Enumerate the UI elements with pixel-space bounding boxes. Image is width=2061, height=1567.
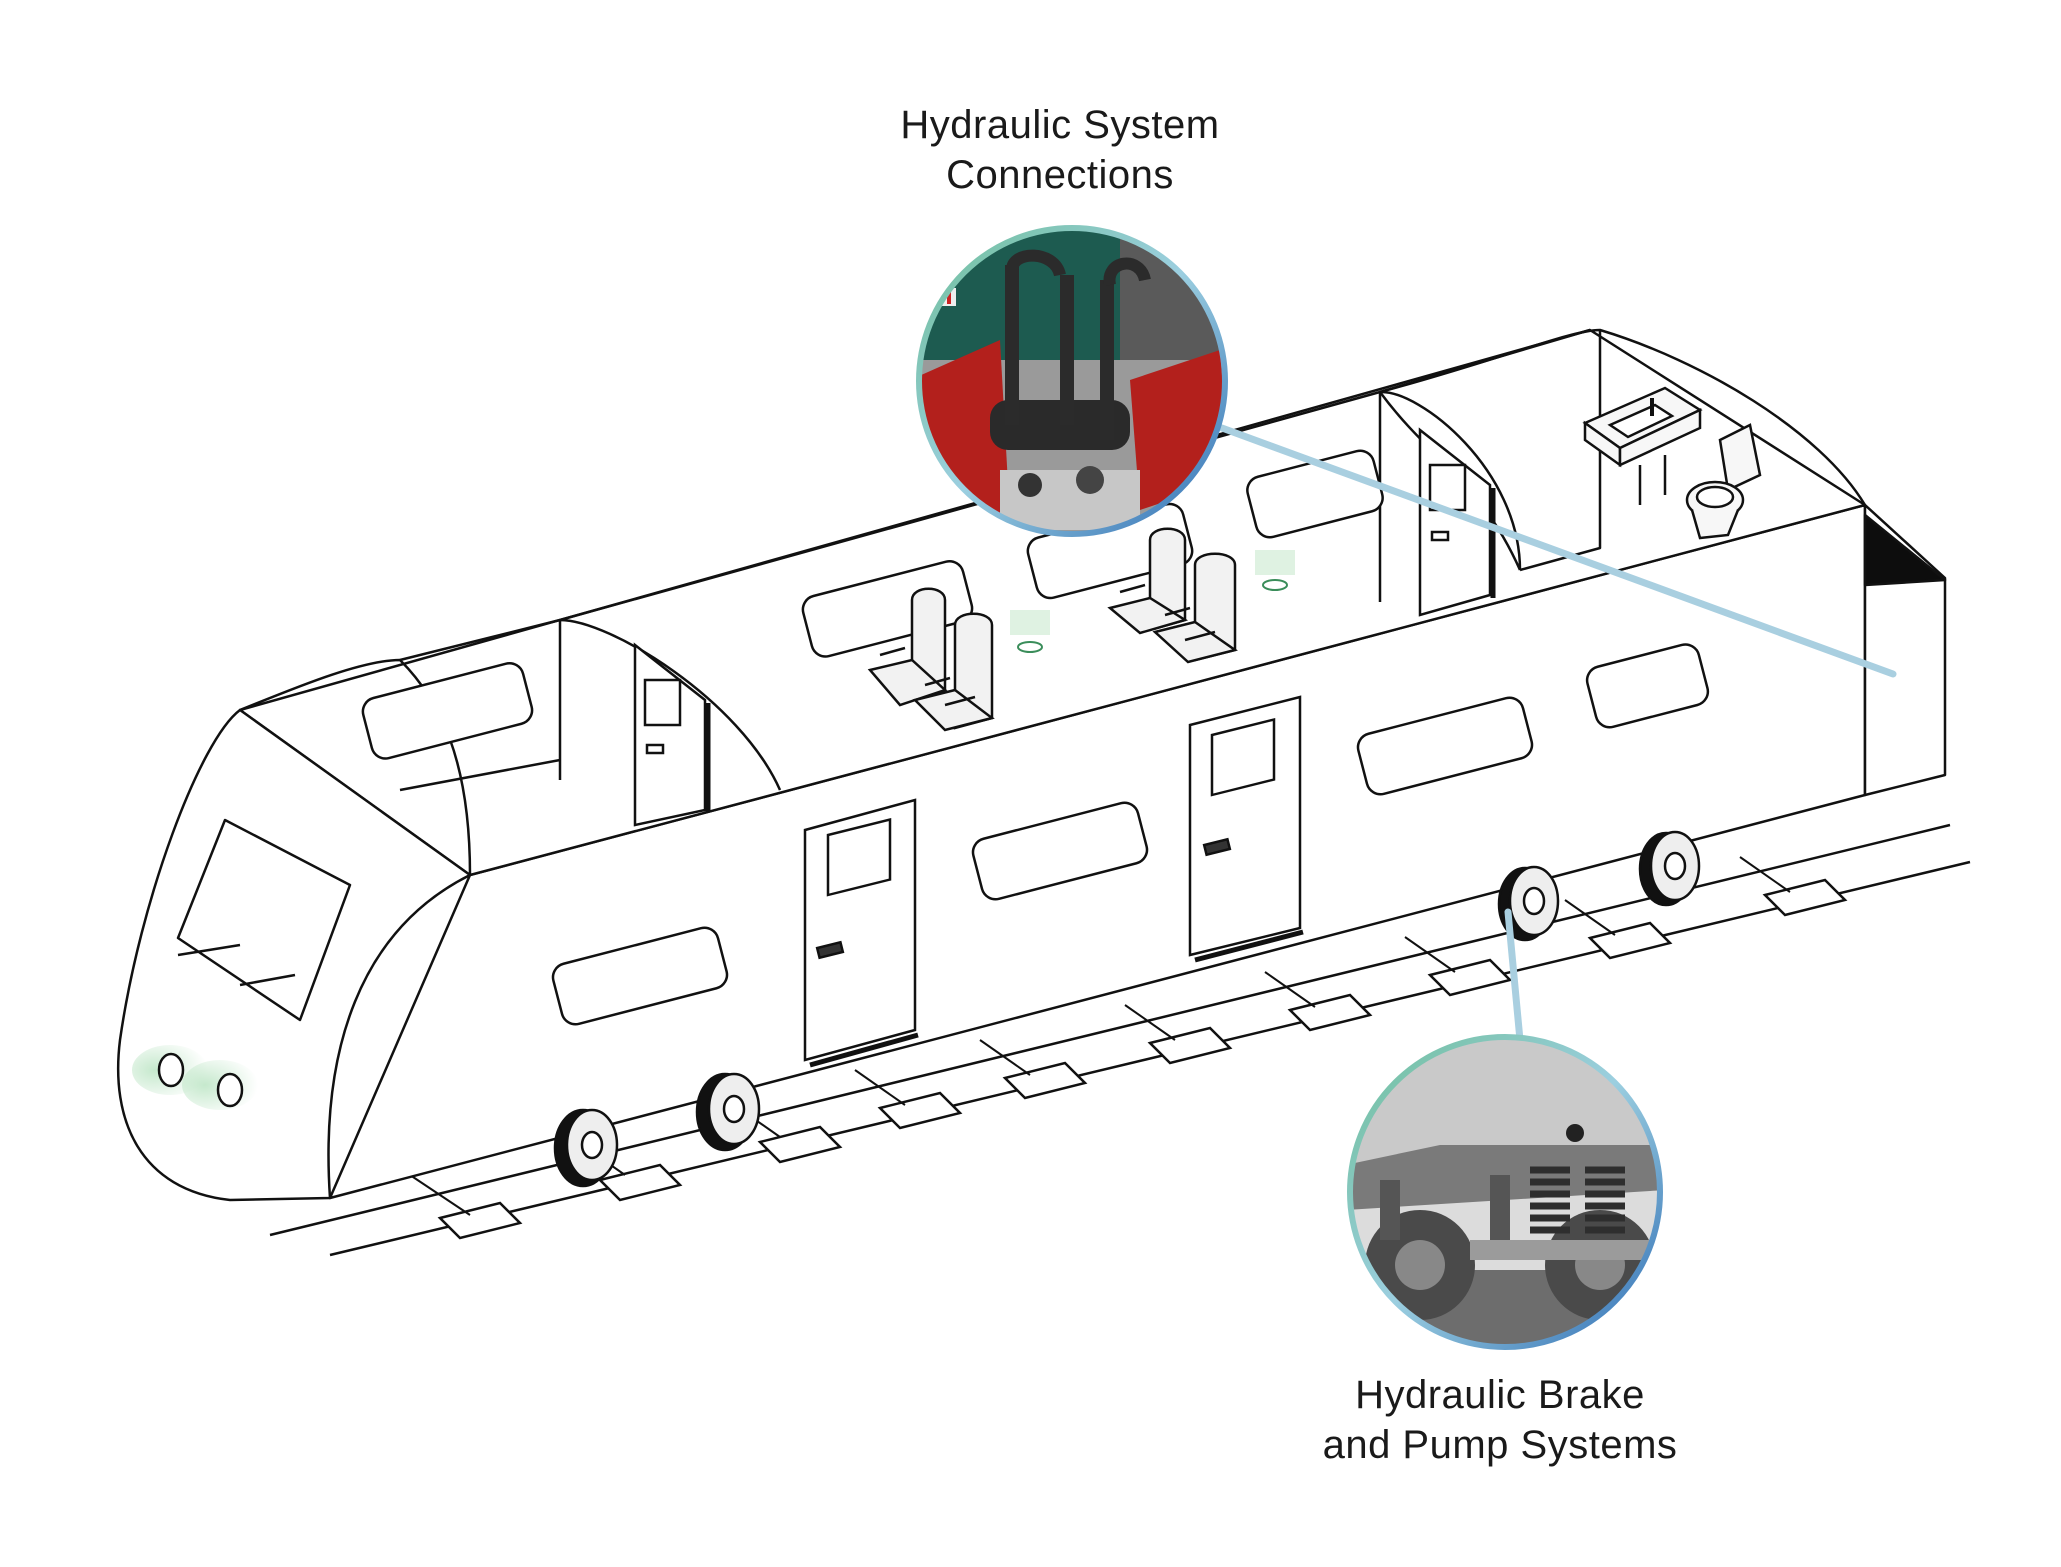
seat-pair-1 [867, 587, 995, 732]
toilet-icon [1685, 423, 1762, 540]
wheel-1 [553, 1108, 619, 1188]
ceiling-lights [1010, 550, 1295, 653]
side-door-1 [803, 798, 919, 1068]
interior-door-1 [633, 642, 711, 827]
seats [867, 527, 1238, 732]
sink-icon [1582, 386, 1703, 505]
headlight-right [216, 1072, 244, 1108]
rear-shadow [1863, 513, 1947, 587]
seat-pair-2 [1107, 527, 1238, 664]
wheel-2 [695, 1072, 761, 1152]
sleepers [437, 878, 1848, 1240]
hydraulic-system-connections-label: Hydraulic System Connections [860, 100, 1260, 200]
leader-lines [1218, 424, 1897, 1044]
headlight-left [157, 1052, 185, 1088]
hydraulic-brake-pump-label: Hydraulic Brake and Pump Systems [1290, 1370, 1710, 1470]
brake-pump-photo [1347, 1034, 1663, 1350]
doors [633, 427, 1496, 1068]
label-top-line1: Hydraulic System [900, 103, 1220, 147]
bathroom-fixtures [1582, 386, 1762, 540]
label-top-line2: Connections [946, 153, 1174, 197]
front-partition [558, 618, 782, 791]
label-bottom-line1: Hydraulic Brake [1355, 1373, 1645, 1417]
wheels [553, 830, 1701, 1188]
label-bottom-line2: and Pump Systems [1322, 1423, 1678, 1467]
side-door-2 [1188, 695, 1304, 963]
side-windows [361, 449, 1710, 1026]
windshield [176, 818, 352, 1022]
railway-track [269, 823, 1971, 1257]
wheel-4 [1638, 830, 1701, 907]
